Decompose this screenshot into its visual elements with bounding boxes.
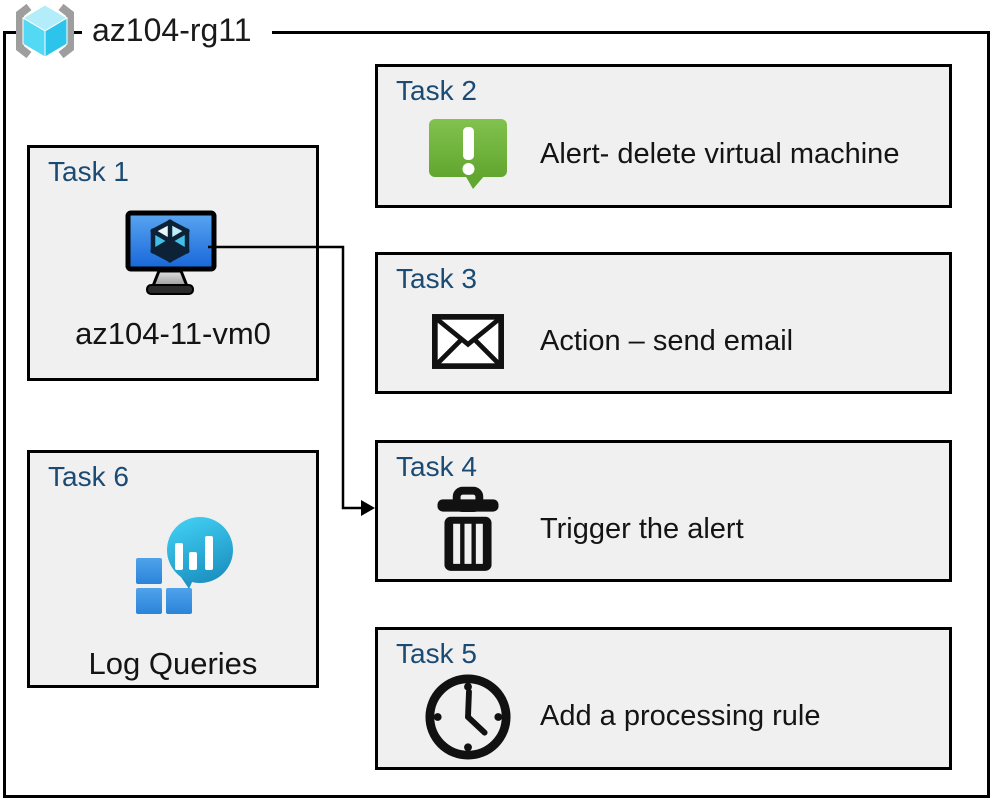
- task3-text: Action – send email: [540, 324, 794, 357]
- trash-can-icon: [422, 485, 514, 573]
- task5-content: Add a processing rule: [422, 673, 939, 761]
- log-queries-label: Log Queries: [88, 646, 258, 681]
- task6-box: Task 6 Log Queries: [27, 450, 319, 688]
- task3-box: Task 3 Action – send email: [375, 252, 952, 394]
- task5-label: Task 5: [396, 638, 477, 669]
- task2-text: Alert- delete virtual machine: [540, 137, 900, 170]
- alert-message-icon: [422, 118, 514, 190]
- task1-box: Task 1: [27, 145, 319, 381]
- virtual-machine-icon: [125, 210, 217, 295]
- resource-group-boundary: [3, 31, 990, 798]
- task5-box: Task 5 Add a processing rule: [375, 627, 952, 770]
- task6-label: Task 6: [48, 461, 129, 492]
- task2-label: Task 2: [396, 75, 477, 106]
- task4-label: Task 4: [396, 451, 477, 482]
- task4-box: Task 4 Trigger the alert: [375, 440, 952, 582]
- email-envelope-icon: [422, 313, 514, 369]
- log-analytics-icon: [136, 517, 233, 614]
- task2-content: Alert- delete virtual machine: [422, 111, 939, 197]
- vm-name-label: az104-11-vm0: [75, 316, 271, 351]
- task2-box: Task 2 Alert- delete virtual machine: [375, 64, 952, 208]
- task3-label: Task 3: [396, 263, 477, 294]
- task3-content: Action – send email: [422, 299, 939, 383]
- resource-group-title: az104-rg11: [82, 12, 272, 53]
- clock-icon: [422, 673, 514, 761]
- task5-text: Add a processing rule: [540, 700, 821, 732]
- task4-text: Trigger the alert: [540, 512, 744, 545]
- task4-content: Trigger the alert: [422, 485, 939, 573]
- resource-group-icon: [16, 3, 74, 59]
- task1-label: Task 1: [48, 156, 129, 187]
